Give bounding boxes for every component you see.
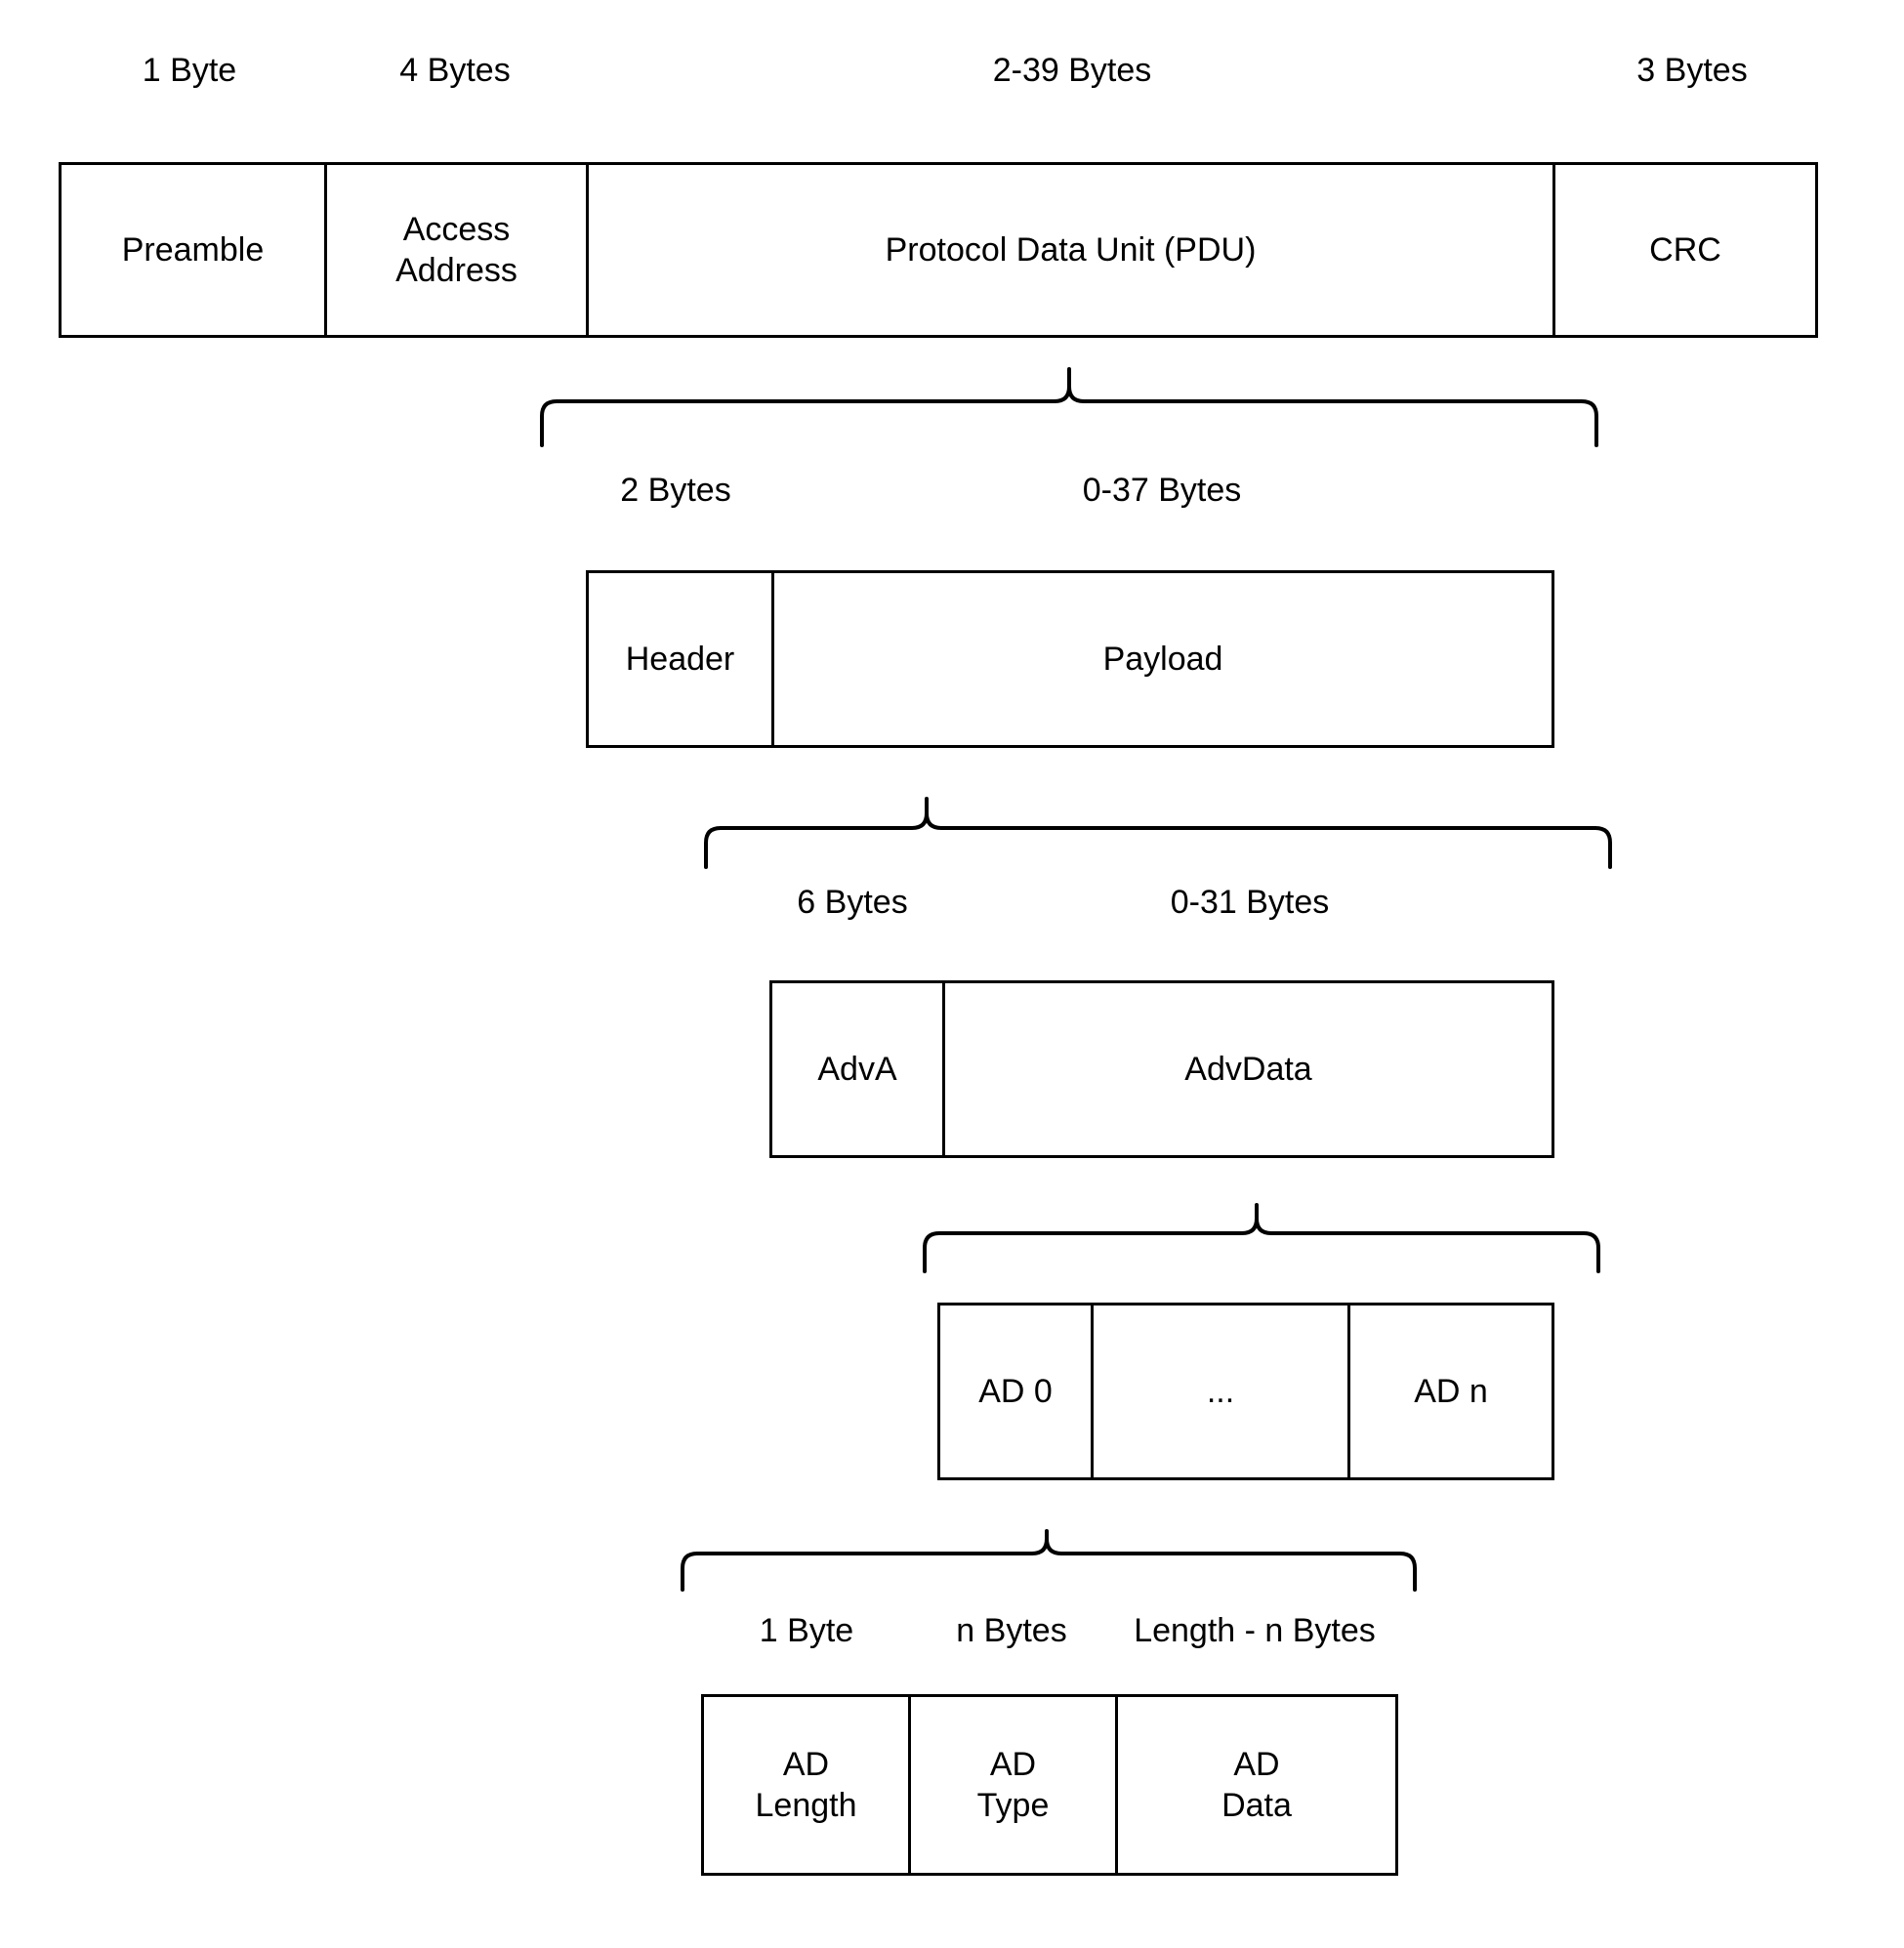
field-payload[interactable]: Payload	[1102, 641, 1223, 678]
size-label-payload: 0-37 Bytes	[1082, 472, 1242, 509]
field-access-address-line2: Address	[395, 252, 517, 289]
size-label-advdata: 0-31 Bytes	[1170, 884, 1330, 921]
size-label-ad-type: n Bytes	[956, 1612, 1067, 1649]
field-ad-length-line2: Length	[755, 1787, 857, 1824]
payload-row: AdvA AdvData	[769, 980, 1554, 1158]
brace-payload	[701, 797, 1615, 869]
size-label-pdu: 2-39 Bytes	[992, 52, 1152, 89]
size-label-adva: 6 Bytes	[797, 884, 908, 921]
field-pdu[interactable]: Protocol Data Unit (PDU)	[589, 165, 1555, 335]
field-ad-0[interactable]: AD 0	[940, 1306, 1094, 1477]
packet-row: Preamble Access Address Protocol Data Un…	[59, 162, 1818, 338]
size-label-preamble: 1 Byte	[142, 52, 237, 89]
field-crc[interactable]: CRC	[1649, 231, 1721, 269]
size-label-ad-length: 1 Byte	[759, 1612, 854, 1649]
brace-advdata	[920, 1203, 1603, 1273]
field-ad-type-line1: AD	[989, 1746, 1037, 1783]
field-adva[interactable]: AdvA	[772, 983, 945, 1155]
field-preamble[interactable]: Preamble	[62, 165, 327, 335]
pdu-row: Header Payload	[586, 570, 1554, 748]
field-ad-data-line1: AD	[1233, 1746, 1280, 1783]
field-ad-type-line2: Type	[976, 1787, 1050, 1824]
size-label-access-address: 4 Bytes	[399, 52, 511, 89]
field-ad-ellipsis[interactable]: ...	[1094, 1306, 1350, 1477]
size-label-ad-data: Length - n Bytes	[1134, 1612, 1376, 1649]
brace-pdu	[537, 367, 1601, 447]
field-ad-type[interactable]: AD Type	[911, 1697, 1118, 1873]
field-ad-length[interactable]: AD Length	[704, 1697, 911, 1873]
field-advdata[interactable]: AdvData	[1184, 1051, 1312, 1088]
field-ad-length-line1: AD	[782, 1746, 830, 1783]
advdata-row: AD 0 ... AD n	[937, 1303, 1554, 1480]
field-ad-data[interactable]: AD Data	[1118, 1697, 1395, 1873]
size-label-crc: 3 Bytes	[1636, 52, 1748, 89]
field-access-address-line1: Access	[402, 211, 511, 248]
field-access-address[interactable]: Access Address	[327, 165, 589, 335]
ad-row: AD Length AD Type AD Data	[701, 1694, 1398, 1876]
size-label-header: 2 Bytes	[620, 472, 731, 509]
field-ad-n[interactable]: AD n	[1414, 1373, 1488, 1410]
brace-ad	[678, 1529, 1420, 1592]
field-header[interactable]: Header	[589, 573, 774, 745]
field-ad-data-line2: Data	[1221, 1787, 1292, 1824]
